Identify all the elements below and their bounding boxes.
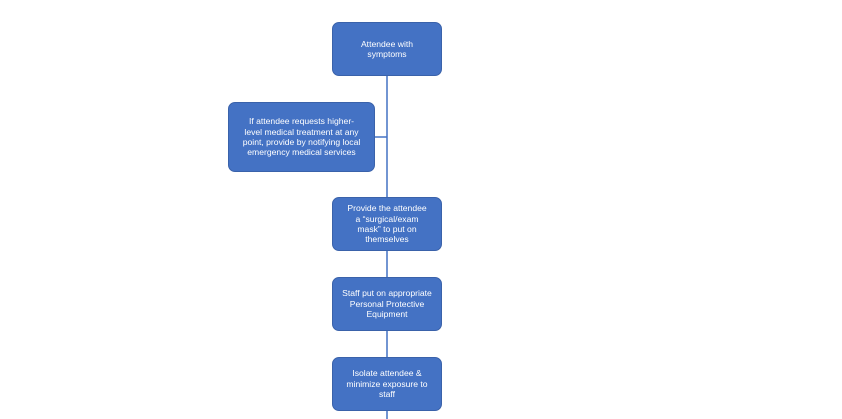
node-attendee-with-symptoms: Attendee with symptoms [332,22,442,76]
node-higher-level-medical-treatment-note: If attendee requests higher- level medic… [228,102,375,172]
node-staff-ppe: Staff put on appropriate Personal Protec… [332,277,442,331]
node-isolate-attendee: Isolate attendee & minimize exposure to … [332,357,442,411]
node-provide-mask: Provide the attendee a “surgical/exam ma… [332,197,442,251]
